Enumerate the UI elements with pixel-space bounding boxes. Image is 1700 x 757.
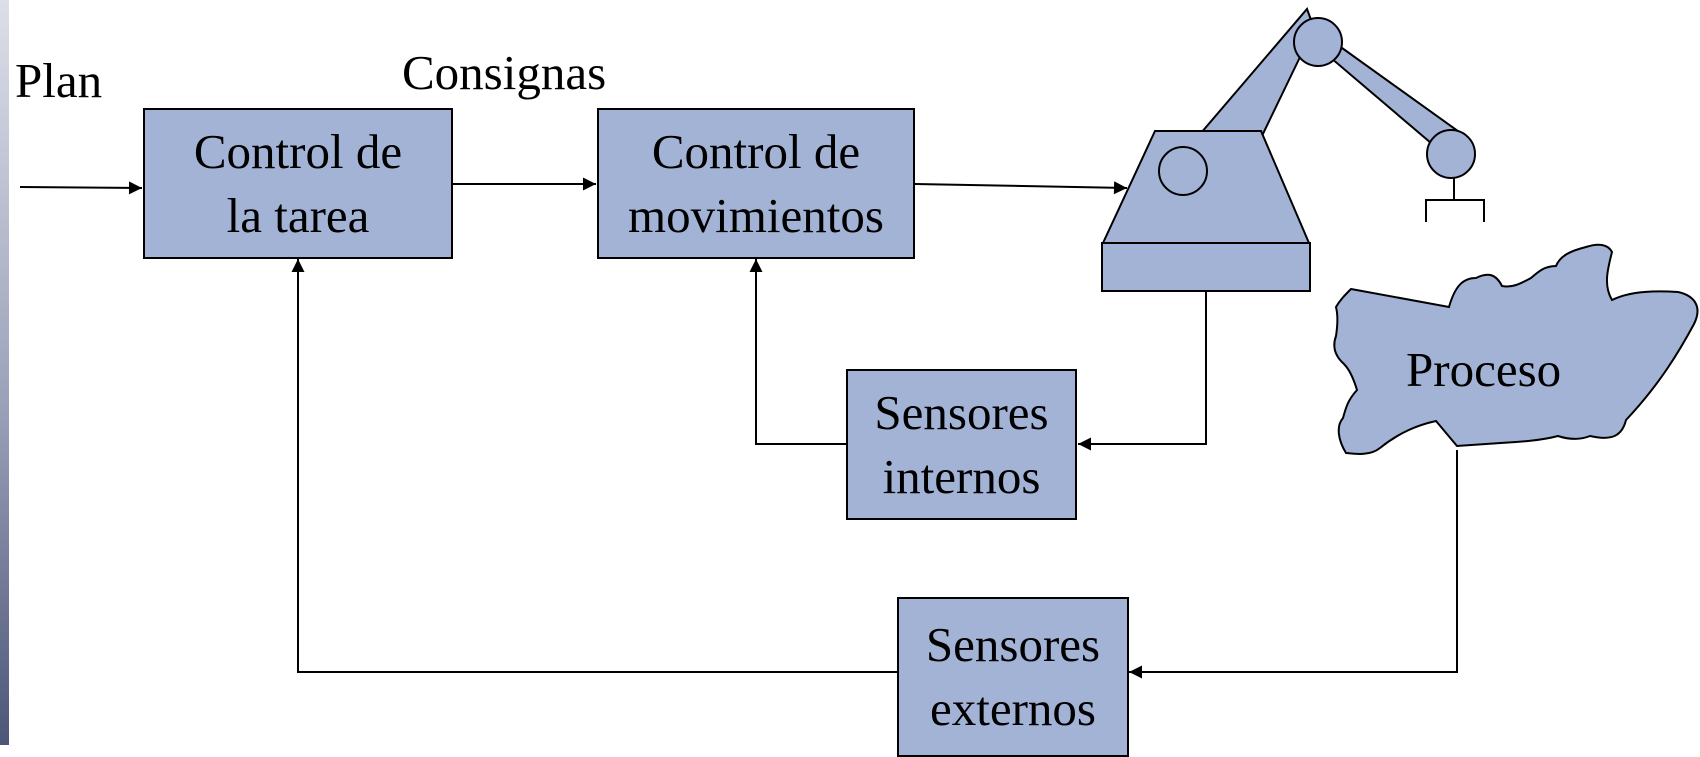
control-movimientos-line1: Control de (651, 123, 861, 179)
control-movimientos-block: Control de movimientos (597, 108, 915, 259)
sensores-internos-line1: Sensores (874, 384, 1049, 440)
sensores-externos-block: Sensores externos (897, 597, 1129, 757)
arrow-proceso-to-sensores-externos (1129, 450, 1458, 679)
arrow-plan-input (19, 181, 143, 195)
sensores-internos-line2: internos (882, 448, 1041, 504)
arrow-movimientos-to-robot (914, 181, 1128, 195)
arrow-sensores-internos-to-movimientos (749, 259, 847, 445)
consignas-label: Consignas (402, 45, 607, 100)
slide-edge-strip (0, 0, 9, 745)
arrow-sensores-externos-to-tarea (291, 259, 898, 673)
arrow-robot-to-sensores-internos (1078, 292, 1207, 451)
plan-label: Plan (15, 53, 103, 108)
robot-arm-icon (1101, 7, 1485, 292)
control-movimientos-line2: movimientos (628, 187, 884, 243)
control-tarea-line1: Control de (193, 123, 403, 179)
control-tarea-line2: la tarea (226, 187, 370, 243)
control-tarea-block: Control de la tarea (143, 108, 453, 259)
sensores-externos-line2: externos (930, 681, 1096, 736)
sensores-externos-line1: Sensores (925, 617, 1101, 672)
process-cloud-icon (1333, 243, 1699, 455)
proceso-label: Proceso (1406, 342, 1562, 397)
sensores-internos-block: Sensores internos (846, 369, 1077, 520)
